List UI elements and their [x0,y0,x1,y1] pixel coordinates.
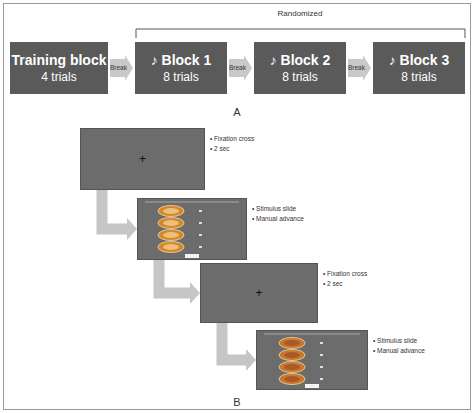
slide-note: • Fixation cross [210,135,254,143]
arrow-head [246,349,256,371]
trial-count: 8 trials [163,69,198,85]
randomized-bracket [136,29,465,38]
arrow-head [190,282,200,304]
slide-note: • Fixation cross [323,270,367,278]
trial-count: 8 trials [401,69,436,85]
connector [222,323,256,371]
break-arrow [348,55,371,81]
edge-label: Break [229,63,244,73]
edge-label: Break [110,63,125,73]
outer-frame [4,4,471,410]
flow-arrow [222,323,247,360]
block-title: Training block [12,52,107,69]
slide-note: • 2 sec [210,145,230,153]
block-title: ♪ Block 3 [389,52,450,69]
block-box: ♪ Block 38 trials [373,42,465,94]
connector [110,55,133,81]
block-box: ♪ Block 18 trials [135,42,227,94]
fixation-slide: +• Fixation cross• 2 sec [200,263,318,323]
block-box: ♪ Block 28 trials [254,42,346,94]
fixation-cross: + [81,151,204,167]
connector [159,260,200,304]
stimulus-slide: • Stimulus slide• Manual advance [256,330,368,390]
panel-letter: B [233,396,240,409]
slide-header [264,333,360,335]
slide-note: • Stimulus slide [252,205,296,213]
break-arrow [229,55,252,81]
trial-count: 4 trials [41,69,76,85]
group-label: Randomized [278,9,323,19]
fixation-slide: +• Fixation cross• 2 sec [80,128,205,190]
arrow-head [127,218,137,240]
connector [102,190,137,240]
edge-label: Break [348,63,363,73]
fixation-cross: + [201,285,317,301]
slide-note: • Manual advance [373,347,425,355]
block-title: ♪ Block 2 [270,52,331,69]
connector [229,55,252,81]
panel-letter: A [233,106,240,119]
slide-note: • Manual advance [252,215,304,223]
flow-arrow [102,190,128,229]
block-title: ♪ Block 1 [151,52,212,69]
block-box: Training block4 trials [10,42,108,94]
stimulus-slide: • Stimulus slide• Manual advance [137,198,247,260]
advance-button [185,254,199,258]
flow-arrow [159,260,191,293]
advance-button [305,384,319,388]
connector [348,55,371,81]
slide-note: • 2 sec [323,280,343,288]
slide-header [145,201,239,203]
trial-count: 8 trials [282,69,317,85]
break-arrow [110,55,133,81]
slide-note: • Stimulus slide [373,337,417,345]
